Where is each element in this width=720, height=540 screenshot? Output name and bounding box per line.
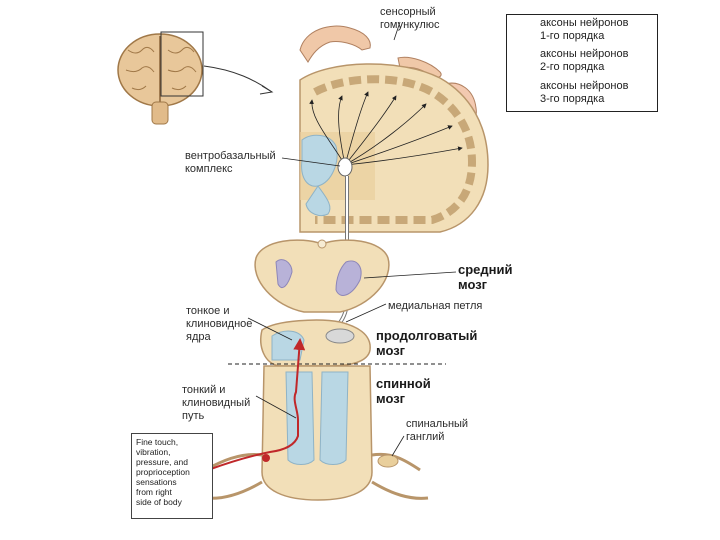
label-gracile-cuneate-tracts: тонкий и клиновидный путь <box>182 384 251 422</box>
sensation-note-text: Fine touch, vibration, pressure, and pro… <box>136 437 190 507</box>
label-ventrobasal-complex: вентробазальный комплекс <box>185 150 276 175</box>
label-gracile-cuneate-nuclei: тонкое и клиновидное ядра <box>186 305 253 343</box>
label-spinal-cord: спинной мозг <box>376 376 431 406</box>
zoom-connector <box>203 65 274 95</box>
leader-lines <box>247 21 457 457</box>
spinal-cord-section <box>204 365 429 501</box>
label-medial-lemniscus: медиальная петля <box>388 300 483 312</box>
legend-item-second-order: аксоны нейронов 2-го порядка <box>540 48 629 73</box>
label-spinal-ganglion: спинальный ганглий <box>406 418 469 443</box>
midbrain-section <box>254 239 390 313</box>
first-order-pathway <box>207 338 306 471</box>
label-sensory-homunculus: сенсорный гомункулюс <box>380 6 440 31</box>
brain-thumbnail <box>117 31 204 125</box>
label-midbrain: средний мозг <box>458 262 513 292</box>
legend-item-first-order: аксоны нейронов 1-го порядка <box>540 17 629 42</box>
medulla-section <box>260 319 371 367</box>
sensation-note-box: Fine touch, vibration, pressure, and pro… <box>131 433 213 519</box>
label-medulla: продолговатый мозг <box>376 328 478 358</box>
legend-item-third-order: аксоны нейронов 3-го порядка <box>540 80 629 105</box>
legend-box <box>506 14 658 112</box>
